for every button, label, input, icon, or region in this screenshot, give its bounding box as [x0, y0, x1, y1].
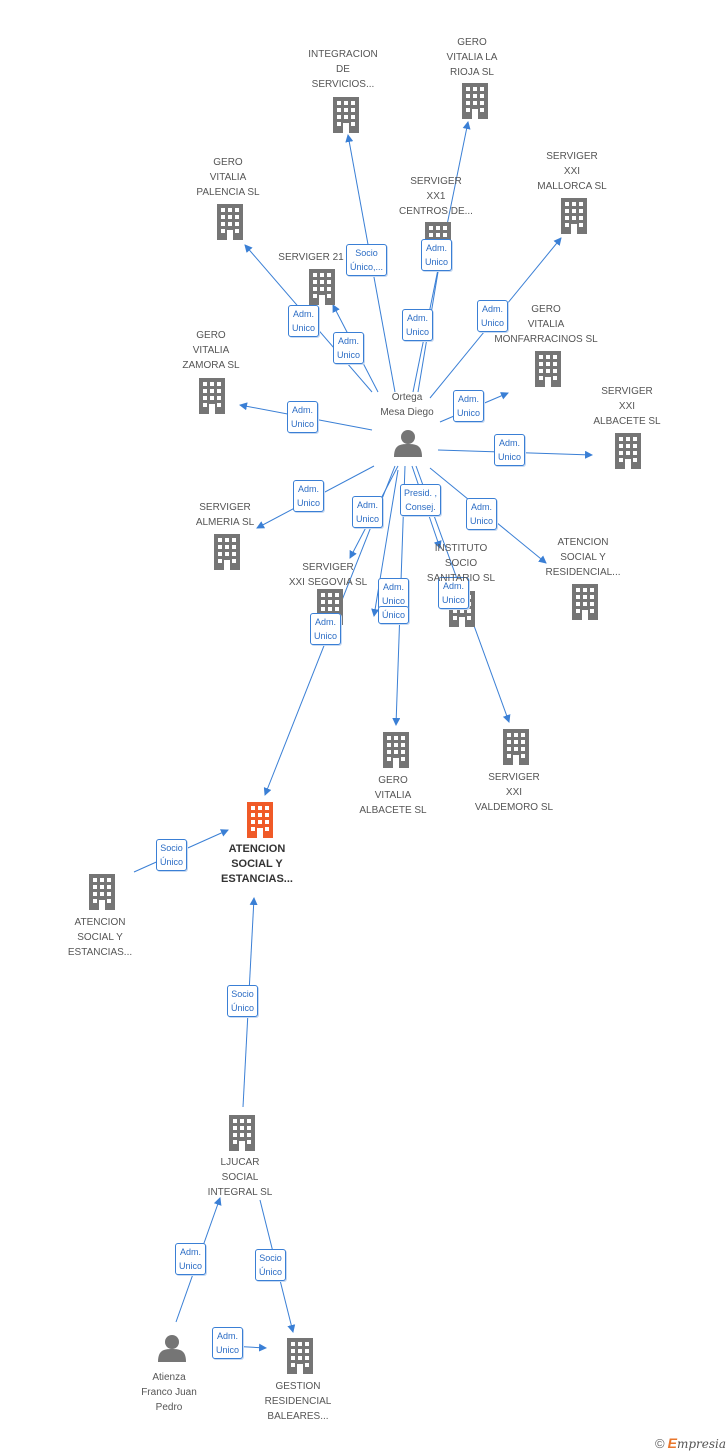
edge-label-ortega-to-atencion_focus[interactable]: Adm. Unico: [310, 613, 342, 645]
edge-label-ljucar-to-atencion_focus[interactable]: Socio Único: [227, 985, 259, 1017]
edge-label-ortega-to-gero_albacete[interactable]: Único: [378, 606, 410, 624]
node-label-serviger_xx1[interactable]: SERVIGER XX1 CENTROS DE...: [399, 176, 473, 217]
node-label-ortega[interactable]: Ortega Mesa Diego: [380, 392, 434, 418]
node-label-gestion[interactable]: GESTION RESIDENCIAL BALEARES...: [264, 1381, 332, 1422]
building-icon-serviger_albacete[interactable]: [615, 433, 641, 469]
edge-label-ortega-to-gero_palencia[interactable]: Adm. Unico: [288, 305, 320, 337]
building-icon-gestion[interactable]: [287, 1338, 313, 1374]
building-icon-atencion_focus[interactable]: [247, 802, 273, 838]
node-label-atencion_left[interactable]: ATENCION SOCIAL Y ESTANCIAS...: [67, 917, 133, 958]
brand-initial: E: [667, 1435, 677, 1451]
building-icon-gero_rioja[interactable]: [462, 83, 488, 119]
building-icon-serviger21[interactable]: [309, 269, 335, 305]
edge-label-ortega-to-serviger_xx1[interactable]: Adm. Unico: [402, 309, 434, 341]
copyright-symbol: ©: [655, 1436, 665, 1451]
node-label-serviger_albacete[interactable]: SERVIGER XXI ALBACETE SL: [593, 386, 661, 427]
edge-label-ortega-to-gero_rioja[interactable]: Adm. Unico: [421, 239, 453, 271]
edge-label-ortega-to-serviger_segovia[interactable]: Adm. Unico: [352, 496, 384, 528]
building-icon-ljucar[interactable]: [229, 1115, 255, 1151]
empresia-logo: ©Empresia: [655, 1435, 726, 1451]
node-label-gero_rioja[interactable]: GERO VITALIA LA RIOJA SL: [446, 37, 498, 78]
building-icon-serviger_valdemoro[interactable]: [503, 729, 529, 765]
person-icon-atienza[interactable]: [158, 1335, 186, 1362]
edge-label-ljucar-to-gestion[interactable]: Socio Único: [255, 1249, 287, 1281]
building-icon-gero_albacete[interactable]: [383, 732, 409, 768]
building-icon-gero_monfarracinos[interactable]: [535, 351, 561, 387]
person-icon-ortega[interactable]: [394, 430, 422, 457]
building-icon-gero_palencia[interactable]: [217, 204, 243, 240]
edge-label-ortega-to-atencion_residencial[interactable]: Adm. Unico: [466, 498, 498, 530]
edge-label-atienza-to-ljucar[interactable]: Adm. Unico: [175, 1243, 207, 1275]
node-label-gero_zamora[interactable]: GERO VITALIA ZAMORA SL: [182, 330, 240, 371]
node-label-ljucar[interactable]: LJUCAR SOCIAL INTEGRAL SL: [207, 1157, 273, 1198]
node-label-serviger_valdemoro[interactable]: SERVIGER XXI VALDEMORO SL: [474, 772, 554, 813]
building-icon-serviger_almeria[interactable]: [214, 534, 240, 570]
node-label-instituto[interactable]: INSTITUTO SOCIO SANITARIO SL: [426, 543, 496, 584]
building-icon-atencion_residencial[interactable]: [572, 584, 598, 620]
building-icon-gero_zamora[interactable]: [199, 378, 225, 414]
edge-label-ortega-to-gero_zamora[interactable]: Adm. Unico: [287, 401, 319, 433]
node-label-atencion_focus[interactable]: ATENCION SOCIAL Y ESTANCIAS...: [221, 843, 293, 885]
node-label-gero_monfarracinos[interactable]: GERO VITALIA MONFARRACINOS SL: [494, 304, 598, 345]
edge-label-atienza-to-gestion[interactable]: Adm. Unico: [212, 1327, 244, 1359]
edge-label-ortega-to-serviger_valdemoro[interactable]: Adm. Unico: [438, 577, 470, 609]
node-label-serviger21[interactable]: SERVIGER 21: [278, 252, 344, 263]
edge-label-ortega-to-gero_albacete[interactable]: Adm. Unico: [378, 578, 410, 610]
node-label-atencion_residencial[interactable]: ATENCION SOCIAL Y RESIDENCIAL...: [545, 537, 621, 578]
node-label-serviger_mallorca[interactable]: SERVIGER XXI MALLORCA SL: [537, 151, 607, 192]
edge-label-ortega-to-gero_monfarracinos[interactable]: Adm. Unico: [453, 390, 485, 422]
brand-name: mpresia: [676, 1437, 726, 1451]
edge-label-ortega-to-serviger21[interactable]: Adm. Unico: [333, 332, 365, 364]
edge-label-ortega-to-serviger_almeria[interactable]: Adm. Unico: [293, 480, 325, 512]
node-label-serviger_almeria[interactable]: SERVIGER ALMERIA SL: [195, 502, 255, 528]
edge-label-ortega-to-integracion[interactable]: Socio Único,...: [346, 244, 388, 276]
node-label-gero_palencia[interactable]: GERO VITALIA PALENCIA SL: [196, 157, 260, 198]
node-label-atienza[interactable]: Atienza Franco Juan Pedro: [141, 1372, 197, 1413]
edge-label-ortega-to-instituto[interactable]: Presid. , Consej.: [400, 484, 442, 516]
node-label-integracion[interactable]: INTEGRACION DE SERVICIOS...: [308, 49, 378, 90]
node-label-serviger_segovia[interactable]: SERVIGER XXI SEGOVIA SL: [288, 562, 368, 588]
edge-label-ortega-to-serviger_mallorca[interactable]: Adm. Unico: [477, 300, 509, 332]
building-icon-integracion[interactable]: [333, 97, 359, 133]
node-label-gero_albacete[interactable]: GERO VITALIA ALBACETE SL: [359, 775, 427, 816]
building-icon-atencion_left[interactable]: [89, 874, 115, 910]
edge-label-atencion_left-to-atencion_focus[interactable]: Socio Único: [156, 839, 188, 871]
edge-label-ortega-to-serviger_albacete[interactable]: Adm. Unico: [494, 434, 526, 466]
building-icon-serviger_mallorca[interactable]: [561, 198, 587, 234]
